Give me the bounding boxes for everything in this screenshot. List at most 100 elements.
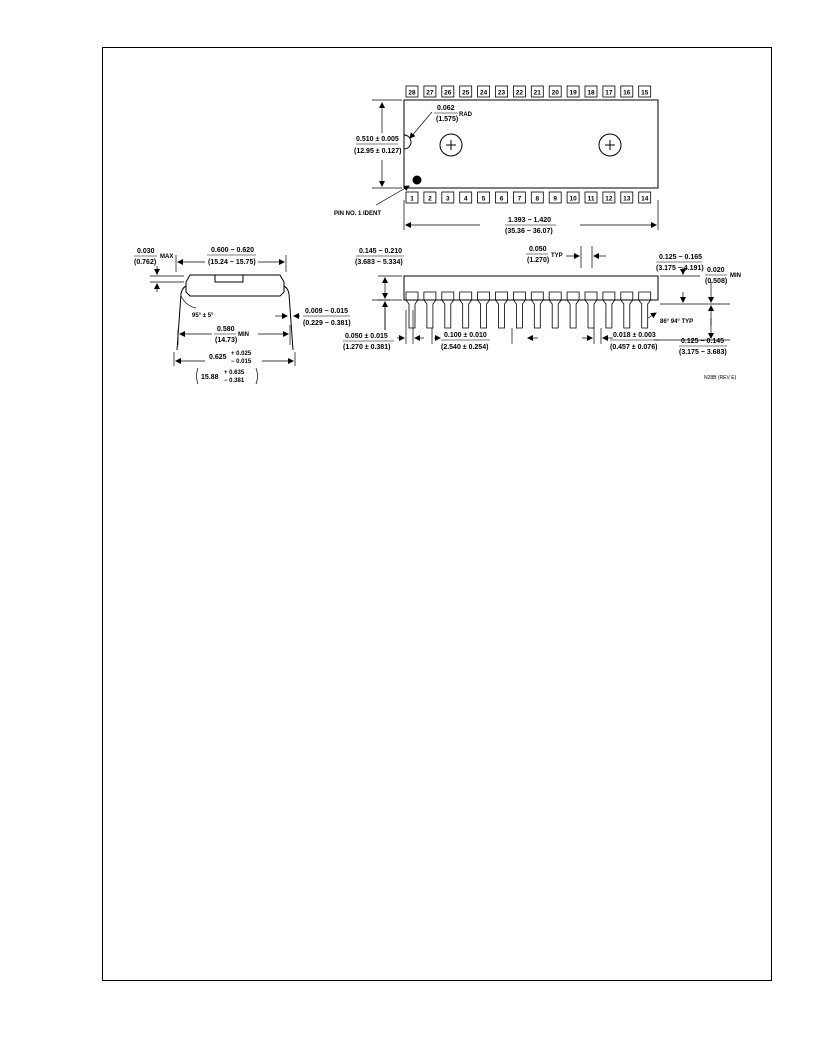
side-lead	[620, 291, 634, 329]
bottom-pin-box	[495, 191, 508, 204]
bottom-pin-number: 5	[482, 196, 486, 203]
pin1-ident-label: PIN NO. 1 IDENT	[334, 211, 381, 217]
top-pin-number: 23	[498, 90, 506, 97]
bottom-pin-box	[548, 191, 562, 204]
top-pin-number: 21	[534, 90, 542, 97]
standoff-mm: (0.508)	[705, 278, 727, 285]
side-angle: 86° 94° TYP	[660, 319, 693, 325]
top-pin-box	[459, 85, 473, 98]
bottom-pin-box	[602, 191, 616, 204]
top-pin-box	[530, 85, 544, 98]
end-span-tol-minus: − 0.015	[231, 359, 252, 365]
bottom-pin-number: 10	[569, 196, 577, 203]
end-width-mm: (15.24 − 15.75)	[208, 259, 256, 266]
bottom-pin-box	[459, 191, 473, 204]
notch-dim-mm: (1.575)	[436, 116, 458, 123]
seat-height-in: 0.125 − 0.165	[659, 254, 702, 261]
notch-rad-label: RAD	[459, 112, 473, 118]
bottom-pin-box	[423, 191, 437, 204]
end-height-in: 0.030	[137, 248, 155, 255]
top-pin-number: 25	[462, 90, 470, 97]
side-body-height-mm: (3.683 − 5.334)	[355, 259, 403, 266]
bottom-pin-number: 6	[500, 196, 504, 203]
bottom-pin-number: 11	[588, 196, 595, 203]
side-lead	[405, 291, 419, 329]
side-lead	[423, 291, 437, 329]
bottom-pin-box	[477, 191, 491, 204]
top-pin-box	[602, 85, 616, 98]
end-body-outline	[185, 274, 285, 297]
lead-length-mm: (3.175 − 3.683)	[679, 349, 727, 356]
top-body-outline	[403, 99, 659, 189]
top-pin-number: 18	[587, 90, 595, 97]
end-view	[176, 274, 294, 351]
end-min-label: MIN	[238, 332, 249, 338]
pin1-ident-dot	[412, 175, 422, 185]
bottom-pin-number: 4	[464, 196, 468, 203]
top-width-mm: (12.95 ± 0.127)	[354, 148, 401, 155]
top-pin-number: 27	[426, 90, 434, 97]
top-pin-box	[548, 85, 562, 98]
side-lead	[495, 291, 508, 329]
pin1-notch	[403, 134, 412, 150]
lead-width-in: 0.050	[529, 246, 547, 253]
bottom-pin-box	[405, 191, 419, 204]
top-pin-box	[405, 85, 419, 98]
top-mark-right	[598, 133, 622, 157]
standoff-in: 0.020	[707, 267, 725, 274]
top-pin-box	[495, 85, 508, 98]
top-pin-box	[566, 85, 580, 98]
end-left-lead	[176, 285, 187, 351]
bottom-pin-box	[620, 191, 634, 204]
end-span-mm-tol-plus: + 0.635	[224, 370, 245, 376]
bottom-pin-box	[584, 191, 598, 204]
bottom-pin-box	[530, 191, 544, 204]
bottom-pin-box	[441, 191, 455, 204]
end-span-mm: 15.88	[201, 374, 219, 381]
top-view	[403, 99, 659, 189]
top-pin-number: 20	[552, 90, 560, 97]
top-pin-number: 16	[623, 90, 631, 97]
top-pin-box	[477, 85, 491, 98]
top-length-mm: (35.36 − 36.07)	[505, 228, 553, 235]
side-lead	[477, 291, 490, 329]
end-height-max: MAX	[160, 254, 173, 260]
pitch-in: 0.100 ± 0.010	[444, 332, 487, 339]
end-span-tol-plus: + 0.025	[231, 351, 252, 357]
side-lead	[638, 291, 652, 329]
bottom-pin-box	[513, 191, 526, 204]
side-lead	[566, 291, 580, 329]
lead-thickness-in: 0.009 − 0.015	[305, 308, 348, 315]
end-body-step	[214, 274, 244, 283]
end-height-mm: (0.762)	[134, 259, 156, 266]
side-lead	[459, 291, 473, 329]
side-lead-row	[405, 291, 652, 329]
lead-width-typ: TYP	[551, 253, 563, 259]
pitch-mm: (2.540 ± 0.254)	[441, 344, 488, 351]
end-lead-in: 0.050 ± 0.015	[345, 333, 388, 340]
bottom-pin-number: 7	[518, 196, 522, 203]
bottom-pin-box	[638, 191, 652, 204]
top-pin-box	[513, 85, 526, 98]
top-width-in: 0.510 ± 0.005	[356, 136, 399, 143]
end-right-lead	[283, 285, 294, 351]
side-lead	[530, 291, 544, 329]
drawing-frame	[102, 47, 772, 981]
side-lead	[513, 291, 526, 329]
side-lead	[602, 291, 616, 329]
end-span-in: 0.625	[209, 354, 227, 361]
top-pin-box	[423, 85, 437, 98]
bottom-pin-box	[566, 191, 580, 204]
end-angle: 95° ± 5°	[192, 313, 214, 319]
top-pin-number: 24	[480, 90, 488, 97]
notch-dim-in: 0.062	[437, 105, 455, 112]
lead-length-in: 0.125 − 0.145	[681, 338, 724, 345]
bottom-pin-number: 3	[446, 196, 450, 203]
top-pin-number: 28	[408, 90, 416, 97]
bottom-pin-number: 9	[553, 196, 557, 203]
top-pin-box	[620, 85, 634, 98]
bottom-pin-number: 12	[605, 196, 613, 203]
